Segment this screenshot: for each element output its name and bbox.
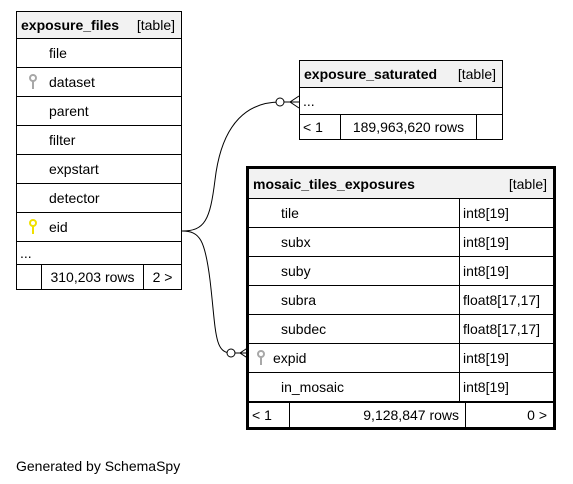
table-kind: [table] [457, 66, 496, 82]
column-row[interactable]: subdec float8[17,17] [249, 315, 553, 344]
table-header[interactable]: exposure_saturated [table] [300, 61, 502, 88]
table-name: mosaic_tiles_exposures [253, 175, 415, 192]
column-name: expstart [49, 161, 99, 177]
row-count: 9,128,847 rows [289, 403, 465, 427]
table-name: exposure_files [21, 17, 120, 33]
column-icon-slot [249, 373, 281, 401]
relation-end-circle [226, 348, 236, 358]
column-row[interactable]: tile int8[19] [249, 199, 553, 228]
column-icon-slot [17, 155, 49, 183]
column-icon-slot [249, 257, 281, 285]
parents-count[interactable]: < 1 [252, 407, 272, 423]
column-name: in_mosaic [281, 379, 345, 395]
column-type: float8[17,17] [459, 286, 553, 314]
relation-eid-to-exposure-saturated [181, 101, 281, 232]
table-exposure-files[interactable]: exposure_files [table] file dataset pare… [16, 11, 182, 290]
table-header[interactable]: mosaic_tiles_exposures [table] [249, 169, 553, 199]
column-name: suby [281, 263, 311, 279]
foreign-key-icon [17, 68, 49, 96]
column-icon-slot [249, 199, 281, 227]
column-icon-slot [249, 315, 281, 343]
generated-by-label: Generated by SchemaSpy [16, 458, 181, 474]
column-row[interactable]: in_mosaic int8[19] [249, 373, 553, 402]
row-count: 310,203 rows [41, 265, 143, 289]
column-icon-slot [249, 228, 281, 256]
column-type: int8[19] [459, 344, 553, 372]
table-kind: [table] [508, 175, 547, 192]
table-footer: < 1 9,128,847 rows 0 > [249, 402, 553, 427]
more-columns-row: ... [17, 242, 181, 265]
table-name: exposure_saturated [304, 66, 438, 82]
column-row[interactable]: parent [17, 97, 181, 126]
more-columns-row: ... [300, 88, 502, 115]
table-exposure-saturated[interactable]: exposure_saturated [table] ... < 1 189,9… [299, 60, 503, 140]
column-type: int8[19] [459, 373, 553, 401]
children-count[interactable]: 0 > [465, 403, 553, 427]
column-row[interactable]: file [17, 39, 181, 68]
more-columns: ... [303, 93, 315, 109]
relation-crowfoot [284, 95, 300, 109]
table-kind: [table] [136, 17, 175, 33]
column-type: int8[19] [459, 199, 553, 227]
column-name: subx [281, 234, 311, 250]
table-header[interactable]: exposure_files [table] [17, 12, 181, 39]
column-icon-slot [249, 286, 281, 314]
column-icon-slot [17, 39, 49, 67]
column-row[interactable]: subra float8[17,17] [249, 286, 553, 315]
table-footer: 310,203 rows 2 > [17, 265, 181, 289]
column-row[interactable]: subx int8[19] [249, 228, 553, 257]
column-name: expid [273, 350, 307, 366]
column-name: filter [49, 132, 76, 148]
more-columns: ... [20, 245, 32, 261]
column-type: int8[19] [459, 228, 553, 256]
column-row[interactable]: expid int8[19] [249, 344, 553, 373]
column-row[interactable]: expstart [17, 155, 181, 184]
column-name: eid [49, 219, 68, 235]
column-row[interactable]: suby int8[19] [249, 257, 553, 286]
table-mosaic-tiles-exposures[interactable]: mosaic_tiles_exposures [table] tile int8… [246, 166, 556, 430]
relation-end-circle [275, 97, 285, 107]
row-count: 189,963,620 rows [340, 115, 476, 139]
column-row[interactable]: eid [17, 213, 181, 242]
column-name: subra [281, 292, 317, 308]
column-name: parent [49, 103, 89, 119]
column-name: tile [281, 205, 299, 221]
column-type: float8[17,17] [459, 315, 553, 343]
column-row[interactable]: filter [17, 126, 181, 155]
table-footer: < 1 189,963,620 rows [300, 115, 502, 139]
relation-eid-to-mosaic-expid [181, 230, 231, 354]
column-row[interactable]: dataset [17, 68, 181, 97]
column-name: detector [49, 190, 100, 206]
column-icon-slot [17, 97, 49, 125]
column-icon-slot [17, 184, 49, 212]
footer-children-empty [476, 115, 502, 139]
parents-count[interactable]: < 1 [303, 119, 323, 135]
column-type: int8[19] [459, 257, 553, 285]
footer-parents-empty [17, 265, 41, 289]
column-name: file [49, 45, 67, 61]
foreign-key-icon [249, 344, 273, 372]
primary-key-icon [17, 213, 49, 241]
column-icon-slot [17, 126, 49, 154]
column-row[interactable]: detector [17, 184, 181, 213]
column-name: subdec [281, 321, 327, 337]
column-name: dataset [49, 74, 95, 90]
children-count[interactable]: 2 > [143, 265, 181, 289]
